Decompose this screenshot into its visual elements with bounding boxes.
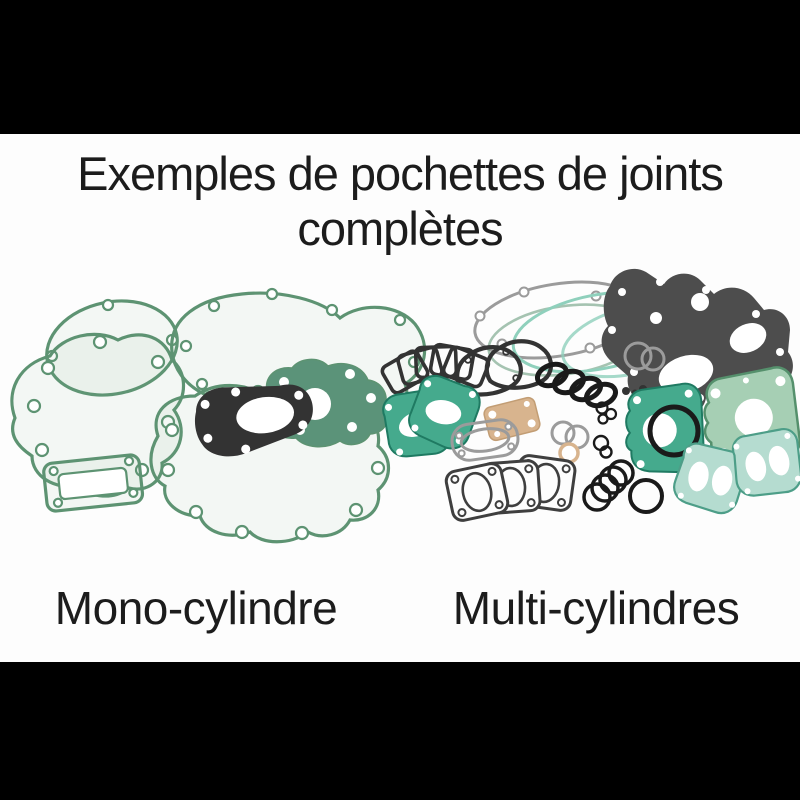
seafoam-base-gasket-pair [673, 428, 800, 515]
cylinder-head-gasket-dark [194, 384, 313, 457]
oval-cover-gasket [450, 418, 520, 462]
page-title-line1: Exemples de pochettes de joints [77, 147, 724, 200]
reed-valve-gasket-fan [380, 342, 491, 395]
top-letterbox-bar [0, 0, 800, 134]
large-o-ring-on-gasket [647, 404, 701, 458]
multi-cylinder-gasket-kit [380, 268, 800, 522]
base-gasket-fan [444, 454, 577, 522]
teal-head-gasket-pair [382, 374, 481, 458]
bottom-letterbox-bar [0, 662, 800, 800]
o-ring-chain [582, 459, 635, 512]
mono-cylinder-gasket-kit [10, 287, 427, 544]
page-title: Exemples de pochettes de joints complète… [0, 147, 800, 256]
o-ring-pair-small [592, 434, 613, 459]
label-mono-cylindre: Mono-cylindre [54, 582, 338, 634]
tan-gasket [483, 396, 541, 442]
metal-ring-pair [623, 341, 666, 372]
large-o-ring [628, 478, 664, 514]
label-multi-cylindres: Multi-cylindres [452, 582, 740, 634]
rectangular-base-gasket [42, 453, 145, 513]
o-ring-cluster-small [595, 401, 618, 425]
page-title-line2: complètes [297, 201, 503, 255]
oil-seal-chain [534, 361, 619, 409]
